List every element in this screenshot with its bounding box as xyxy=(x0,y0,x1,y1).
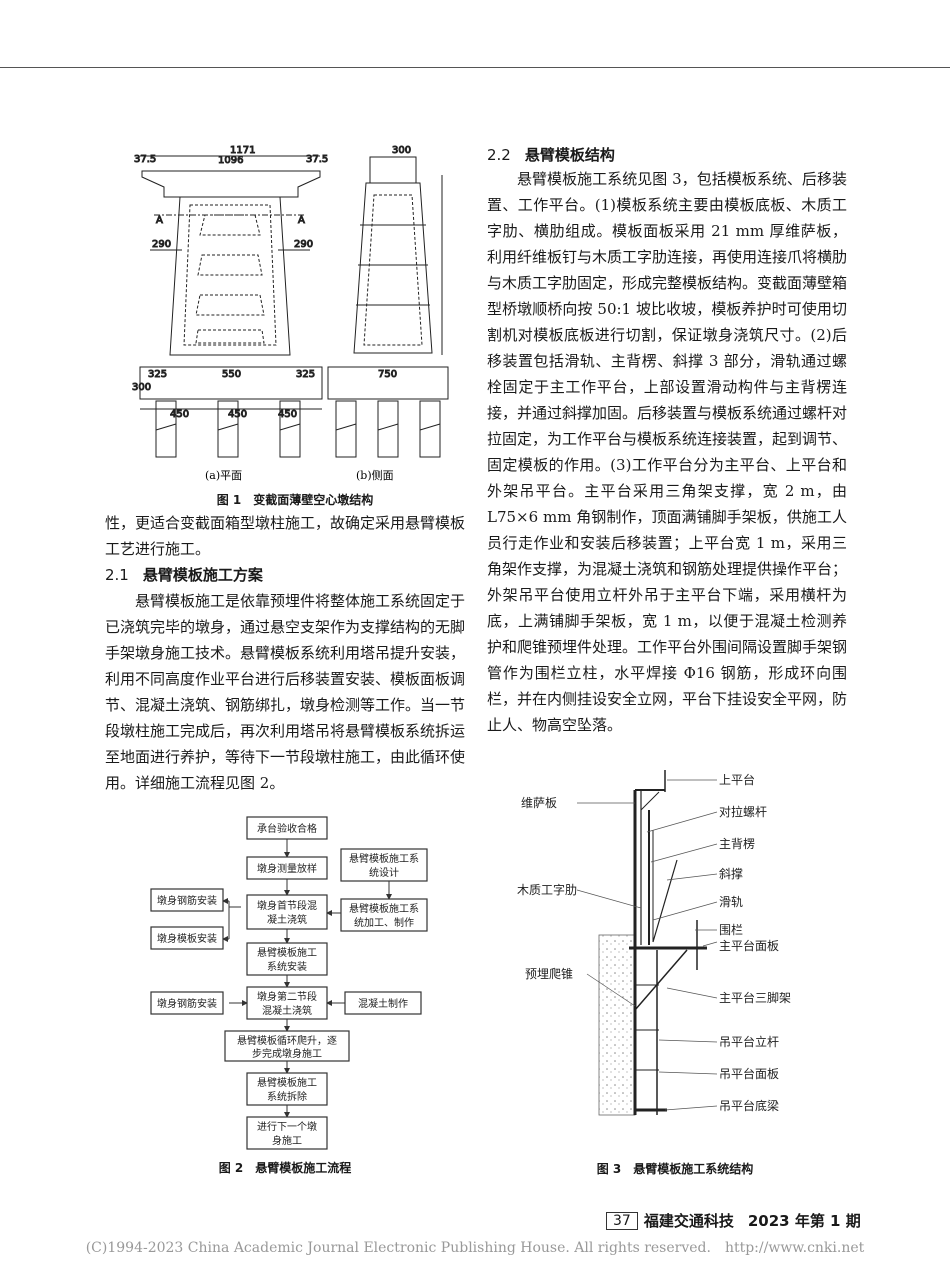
flow-box-3b: 凝土浇筑 xyxy=(267,913,307,926)
label-zhupingtaimianban: 主平台面板 xyxy=(719,938,779,953)
label-diaodiliang: 吊平台底梁 xyxy=(719,1098,779,1113)
dim-right-edge: 37.5 xyxy=(306,154,328,165)
dim-pile-1: 450 xyxy=(170,409,189,420)
section-2-1-title: 悬臂模板施工方案 xyxy=(142,566,263,584)
figure-1b-label: (b)侧面 xyxy=(356,469,394,482)
flow-left-1: 墩身钢筋安装 xyxy=(157,894,217,907)
flow-box-8a: 进行下一个墩 xyxy=(257,1120,317,1133)
section-2-2-heading: 2.2 悬臂模板结构 xyxy=(487,142,615,168)
flow-box-1: 承台验收合格 xyxy=(257,822,317,835)
flow-right-2b: 统加工、制作 xyxy=(354,916,414,929)
dim-290-left: 290 xyxy=(152,239,171,250)
flow-box-2: 墩身测量放样 xyxy=(257,862,317,875)
page-number: 37 xyxy=(606,1211,638,1230)
label-muzhi: 木质工字肋 xyxy=(517,882,577,897)
dim-base-width: 750 xyxy=(378,369,397,380)
figure-1-caption: 图 1 变截面薄壁空心墩结构 xyxy=(216,493,374,507)
figure-1a-label: (a)平面 xyxy=(205,469,242,482)
dim-base-right: 325 xyxy=(296,369,315,380)
figure-2-caption: 图 2 悬臂模板施工流程 xyxy=(218,1161,352,1175)
dim-base-mid: 550 xyxy=(222,369,241,380)
page-footer: 37 福建交通科技 2023 年第 1 期 xyxy=(606,1210,861,1231)
flow-box-4a: 悬臂模板施工 xyxy=(257,946,317,959)
flow-right-3: 混凝土制作 xyxy=(358,997,408,1010)
section-2-2-title: 悬臂模板结构 xyxy=(524,146,615,164)
label-weisaban: 维萨板 xyxy=(521,796,557,810)
flow-box-6b: 步完成墩身施工 xyxy=(252,1047,322,1060)
flow-box-6a: 悬臂模板循环爬升，逐 xyxy=(237,1034,337,1047)
concrete-wall xyxy=(598,934,636,1116)
section-mark-left: A xyxy=(156,215,163,226)
flow-box-7b: 系统拆除 xyxy=(267,1090,307,1103)
label-huagui: 滑轨 xyxy=(719,895,743,909)
section-2-2-paragraph: 悬臂模板施工系统见图 3，包括模板系统、后移装置、工作平台。(1)模板系统主要由… xyxy=(487,170,848,734)
label-diaomianban: 吊平台面板 xyxy=(719,1066,779,1081)
section-2-1-paragraph: 悬臂模板施工是依靠预埋件将整体施工系统固定于已浇筑完毕的墩身，通过悬空支架作为支… xyxy=(105,592,466,792)
label-sanjiaojia: 主平台三脚架 xyxy=(719,990,791,1005)
section-2-2-number: 2.2 xyxy=(487,146,511,164)
label-yumai: 预埋爬锥 xyxy=(525,967,573,981)
flow-right-1a: 悬臂模板施工系 xyxy=(349,852,419,865)
flow-left-3: 墩身钢筋安装 xyxy=(157,997,217,1010)
label-zhubeileng: 主背楞 xyxy=(719,836,755,851)
figure-3-caption: 图 3 悬臂模板施工系统结构 xyxy=(596,1162,754,1176)
dim-base-left: 325 xyxy=(148,369,167,380)
label-weilan: 围栏 xyxy=(719,922,743,937)
header-rule xyxy=(0,67,950,68)
flow-right-2a: 悬臂模板施工系 xyxy=(349,902,419,915)
journal-name: 福建交通科技 xyxy=(643,1212,734,1230)
journal-issue: 2023 年第 1 期 xyxy=(747,1212,861,1230)
flow-box-3a: 墩身首节段混 xyxy=(257,899,317,912)
figure-2-flowchart: 承台验收合格 墩身测量放样 墩身首节段混 凝土浇筑 悬臂模板施工 系统安装 墩身… xyxy=(150,816,428,1150)
figure-3-drawing: 上平台 维萨板 对拉螺杆 主背楞 斜撑 木质工字肋 滑轨 围栏 主平台面板 预埋… xyxy=(517,770,791,1116)
dim-left-edge: 37.5 xyxy=(134,154,156,165)
copyright-notice: (C)1994-2023 China Academic Journal Elec… xyxy=(85,1240,865,1256)
dim-side-top: 300 xyxy=(392,145,411,156)
figure-1a-plan: 1171 37.5 1096 37.5 A A 290 290 325 550 … xyxy=(132,145,329,458)
flow-box-5a: 墩身第二节段 xyxy=(257,990,317,1003)
label-diaolig: 吊平台立杆 xyxy=(719,1034,779,1049)
section-mark-right: A xyxy=(298,215,305,226)
dim-top-width: 1171 xyxy=(230,145,255,156)
figure-1-drawing: 1171 37.5 1096 37.5 A A 290 290 325 550 … xyxy=(132,145,449,482)
dim-290-right: 290 xyxy=(294,239,313,250)
flow-box-8b: 身施工 xyxy=(272,1134,302,1147)
label-shangpingtai: 上平台 xyxy=(719,772,755,787)
left-continuation-paragraph: 性，更适合变截面箱型墩柱施工，故确定采用悬臂模板工艺进行施工。 xyxy=(105,514,466,558)
dim-height-300: 300 xyxy=(132,382,151,393)
flow-box-7a: 悬臂模板施工 xyxy=(257,1076,317,1089)
flow-left-2: 墩身模板安装 xyxy=(157,932,217,945)
flow-box-4b: 系统安装 xyxy=(267,960,307,973)
figure-1b-side: 300 750 xyxy=(327,145,449,458)
label-duilaluogan: 对拉螺杆 xyxy=(719,804,767,819)
dim-inner-width: 1096 xyxy=(218,155,243,166)
flow-right-1b: 统设计 xyxy=(369,866,399,879)
dim-pile-3: 450 xyxy=(278,409,297,420)
section-2-1-heading: 2.1 悬臂模板施工方案 xyxy=(105,562,263,588)
section-2-1-number: 2.1 xyxy=(105,566,129,584)
flow-box-5b: 混凝土浇筑 xyxy=(262,1004,312,1017)
label-xiecheng: 斜撑 xyxy=(719,866,743,881)
